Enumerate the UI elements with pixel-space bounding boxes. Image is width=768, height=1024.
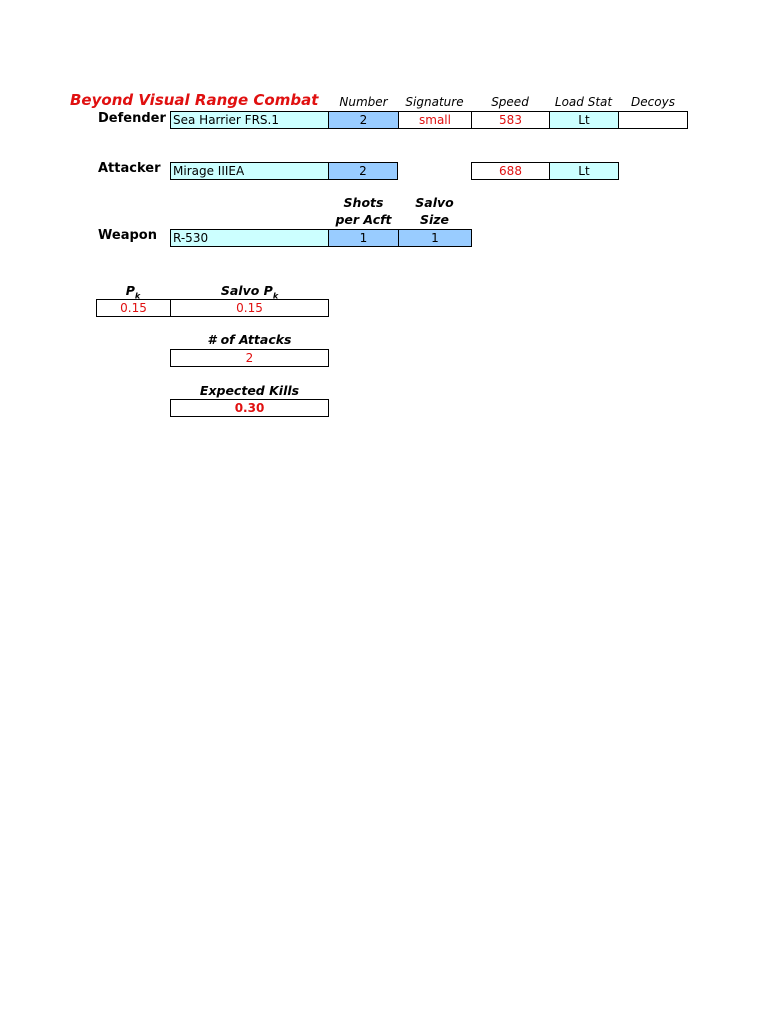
salvo-pk-label-text: Salvo P (220, 283, 273, 298)
defender-number-cell[interactable]: 2 (328, 111, 399, 129)
attacks-value-cell[interactable]: 2 (170, 349, 329, 367)
salvo-pk-label: Salvo Pk (170, 282, 329, 305)
header-shots-line1: Shots (343, 195, 384, 210)
salvo-pk-label-sub: k (272, 291, 279, 301)
pk-label-sub: k (134, 291, 141, 301)
defender-load-stat-cell[interactable]: Lt (549, 111, 619, 129)
defender-label: Defender (98, 111, 166, 126)
page-title: Beyond Visual Range Combat (70, 91, 319, 109)
header-number: Number (339, 95, 388, 109)
pk-label-text: P (125, 283, 135, 298)
expected-kills-label: Expected Kills (199, 383, 300, 398)
header-salvo-line1: Salvo (415, 195, 454, 210)
pk-label: Pk (96, 282, 170, 305)
expected-kills-value-cell[interactable]: 0.30 (170, 399, 329, 417)
weapon-label: Weapon (98, 228, 157, 243)
pk-value-cell[interactable]: 0.15 (96, 299, 171, 317)
header-load-stat: Load Stat (554, 95, 613, 109)
header-signature: Signature (405, 95, 464, 109)
salvo-pk-value-cell[interactable]: 0.15 (170, 299, 329, 317)
header-salvo-line2: Size (419, 212, 450, 227)
attacker-aircraft-cell[interactable]: Mirage IIIEA (170, 162, 329, 180)
weapon-name-cell[interactable]: R-530 (170, 229, 329, 247)
weapon-shots-cell[interactable]: 1 (328, 229, 399, 247)
attacker-number-cell[interactable]: 2 (328, 162, 398, 180)
header-speed: Speed (491, 95, 529, 109)
header-salvo-size: Salvo Size (398, 194, 471, 228)
defender-aircraft-cell[interactable]: Sea Harrier FRS.1 (170, 111, 329, 129)
header-decoys: Decoys (631, 95, 675, 109)
defender-decoys-cell[interactable] (618, 111, 688, 129)
defender-speed-cell[interactable]: 583 (471, 111, 550, 129)
attacker-load-stat-cell[interactable]: Lt (549, 162, 619, 180)
weapon-salvo-size-cell[interactable]: 1 (398, 229, 472, 247)
attacker-speed-cell[interactable]: 688 (471, 162, 550, 180)
defender-signature-cell[interactable]: small (398, 111, 472, 129)
attacker-label: Attacker (98, 161, 161, 176)
header-shots-per-acft: Shots per Acft (329, 194, 398, 228)
header-shots-line2: per Acft (335, 212, 392, 227)
attacks-label: # of Attacks (207, 332, 292, 347)
